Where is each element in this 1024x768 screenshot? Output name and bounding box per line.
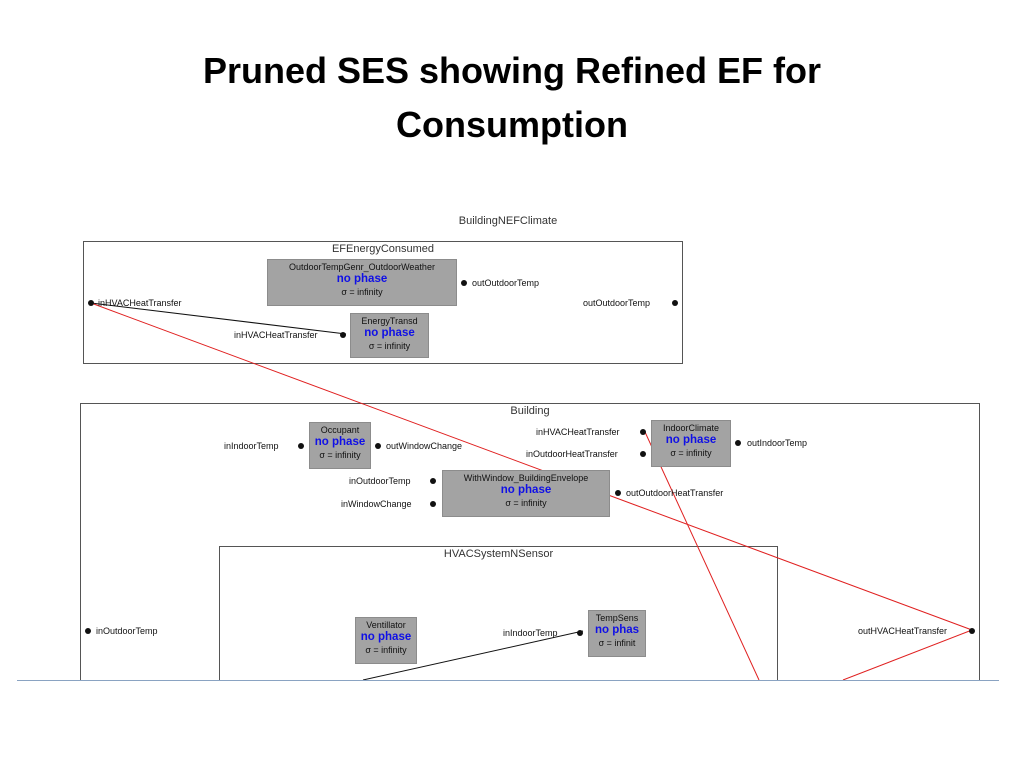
- hvac-system-box[interactable]: HVACSystemNSensor: [219, 546, 778, 680]
- occupant-model[interactable]: Occupant no phase σ = infinity: [309, 422, 371, 469]
- red-coupling-building-out-down: [842, 629, 973, 680]
- outdoor-out-port-dot[interactable]: [461, 280, 467, 286]
- temp-sensor-name: TempSens: [595, 613, 639, 623]
- energy-transd-sigma: σ = infinity: [368, 341, 411, 351]
- window-in2-port-dot[interactable]: [430, 501, 436, 507]
- occupant-in-port-label: inIndoorTemp: [224, 441, 279, 451]
- occupant-phase: no phase: [314, 436, 366, 448]
- outdoor-temp-genr-sigma: σ = infinity: [341, 287, 383, 297]
- temp-sensor-in-port-dot[interactable]: [577, 630, 583, 636]
- ef-in-port-dot[interactable]: [88, 300, 94, 306]
- building-out-port-label: outHVACHeatTransfer: [858, 626, 948, 636]
- window-in2-port-label: inWindowChange: [341, 499, 412, 509]
- indoor-climate-sigma: σ = infinity: [670, 448, 712, 458]
- window-envelope-sigma: σ = infinity: [505, 498, 547, 508]
- slide-title: Pruned SES showing Refined EF for Consum…: [0, 44, 1024, 152]
- energy-transd-phase: no phase: [364, 327, 415, 339]
- coupling-lines: [90, 302, 973, 680]
- ef-out-port-label: outOutdoorTemp: [583, 298, 651, 308]
- window-in1-port-label: inOutdoorTemp: [349, 476, 411, 486]
- window-in1-port-dot[interactable]: [430, 478, 436, 484]
- slide-title-line1: Pruned SES showing Refined EF for: [202, 50, 822, 91]
- energy-in-port-label: inHVACHeatTransfer: [234, 330, 318, 340]
- indoor-out-port-label: outIndoorTemp: [747, 438, 808, 448]
- outdoor-temp-genr-model[interactable]: OutdoorTempGenr_OutdoorWeather no phase …: [267, 259, 457, 306]
- ventillator-name: Ventillator: [366, 620, 406, 630]
- occupant-sigma: σ = infinity: [319, 450, 361, 460]
- building-box[interactable]: Building: [80, 403, 980, 680]
- black-coupling-ef-to-energy: [90, 302, 347, 335]
- ventillator-model[interactable]: Ventillator no phase σ = infinity: [355, 617, 417, 664]
- outdoor-out-port-label: outOutdoorTemp: [472, 278, 540, 288]
- temp-sensor-model[interactable]: TempSens no phas σ = infinit: [588, 610, 646, 657]
- window-envelope-model[interactable]: WithWindow_BuildingEnvelope no phase σ =…: [442, 470, 610, 517]
- occupant-out-port-label: outWindowChange: [386, 441, 463, 451]
- building-in-port-label: inOutdoorTemp: [96, 626, 158, 636]
- indoor-in2-port-dot[interactable]: [640, 451, 646, 457]
- root-model-label: BuildingNEFClimate: [458, 215, 558, 227]
- indoor-in2-port-label: inOutdoorHeatTransfer: [526, 449, 618, 459]
- occupant-in-port-dot[interactable]: [298, 443, 304, 449]
- black-coupling-ventillator-to-tempsensor: [362, 630, 584, 680]
- energy-transd-model[interactable]: EnergyTransd no phase σ = infinity: [350, 313, 429, 358]
- ef-energy-consumed-box[interactable]: EFEnergyConsumed: [83, 241, 683, 364]
- occupant-out-port-dot[interactable]: [375, 443, 381, 449]
- red-coupling-indoor-down: [644, 431, 760, 680]
- hvac-system-label: HVACSystemNSensor: [443, 548, 554, 560]
- red-coupling-ef-to-building-out: [90, 302, 973, 631]
- building-in-port-dot[interactable]: [85, 628, 91, 634]
- ventillator-sigma: σ = infinity: [365, 645, 407, 655]
- building-out-port-dot[interactable]: [969, 628, 975, 634]
- indoor-climate-phase: no phase: [665, 434, 717, 446]
- indoor-climate-name: IndoorClimate: [662, 423, 720, 433]
- ef-energy-consumed-label: EFEnergyConsumed: [331, 243, 435, 255]
- indoor-in1-port-dot[interactable]: [640, 429, 646, 435]
- energy-transd-name: EnergyTransd: [361, 316, 418, 326]
- outdoor-temp-genr-phase: no phase: [336, 273, 388, 285]
- occupant-name: Occupant: [320, 425, 360, 435]
- window-out-port-dot[interactable]: [615, 490, 621, 496]
- window-envelope-phase: no phase: [500, 484, 552, 496]
- slide-title-line2: Consumption: [396, 104, 628, 145]
- temp-sensor-sigma: σ = infinit: [598, 638, 636, 648]
- energy-in-port-dot[interactable]: [340, 332, 346, 338]
- ses-diagram-canvas: BuildingNEFClimate EFEnergyConsumed Buil…: [17, 213, 999, 681]
- temp-sensor-in-port-label: inIndoorTemp: [503, 628, 558, 638]
- temp-sensor-phase: no phas: [594, 624, 640, 636]
- indoor-in1-port-label: inHVACHeatTransfer: [536, 427, 620, 437]
- building-label: Building: [510, 405, 550, 417]
- ef-in-port-label: inHVACHeatTransfer: [98, 298, 182, 308]
- indoor-out-port-dot[interactable]: [735, 440, 741, 446]
- window-out-port-label: outOutdoorHeatTransfer: [626, 488, 724, 498]
- indoor-climate-model[interactable]: IndoorClimate no phase σ = infinity: [651, 420, 731, 467]
- window-envelope-name: WithWindow_BuildingEnvelope: [463, 473, 589, 483]
- ef-out-port-dot[interactable]: [672, 300, 678, 306]
- outdoor-temp-genr-name: OutdoorTempGenr_OutdoorWeather: [289, 262, 435, 272]
- ventillator-phase: no phase: [360, 631, 412, 643]
